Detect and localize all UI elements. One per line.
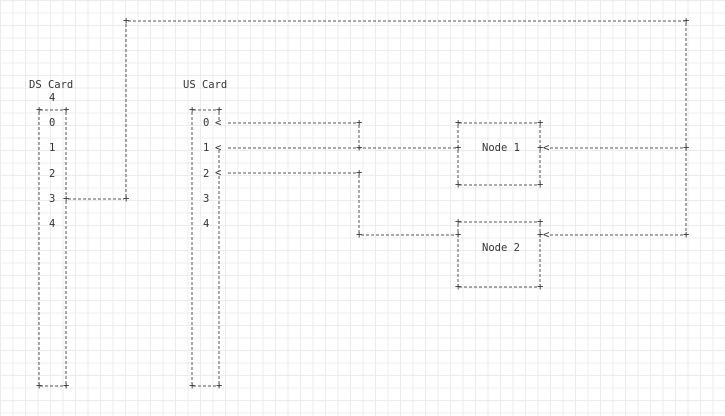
- svg-text:+: +: [356, 117, 362, 129]
- us-card-box: [191, 109, 220, 387]
- ds-port-3: 3: [49, 193, 56, 205]
- svg-text:+: +: [455, 229, 461, 241]
- us-port-0: 0: [203, 117, 210, 129]
- svg-text:+: +: [537, 117, 543, 129]
- ds-port-0: 0: [49, 117, 56, 129]
- ds-card-title: DS Card: [29, 79, 74, 91]
- arrowhead-node2-input: <: [543, 229, 549, 241]
- svg-text:+: +: [216, 380, 222, 392]
- svg-text:+: +: [537, 229, 543, 241]
- svg-text:+: +: [455, 179, 461, 191]
- ds-port-2: 2: [49, 168, 56, 180]
- us-card-title: US Card: [183, 79, 228, 91]
- svg-text:+: +: [123, 15, 129, 27]
- node1-label: Node 1: [482, 142, 520, 154]
- arrowhead-us-port1: <: [215, 142, 221, 154]
- node2-box: [457, 221, 541, 288]
- node1-box: [457, 122, 541, 186]
- svg-text:+: +: [683, 142, 689, 154]
- svg-text:+: +: [36, 104, 42, 116]
- svg-text:+: +: [537, 281, 543, 293]
- svg-text:+: +: [63, 193, 69, 205]
- svg-text:+: +: [537, 142, 543, 154]
- ds-card-box: [38, 109, 67, 387]
- svg-text:+: +: [123, 193, 129, 205]
- connector-node1-to-us: [228, 122, 456, 149]
- arrowhead-node1-input: <: [543, 142, 549, 154]
- us-port-2: 2: [203, 168, 210, 180]
- us-port-3: 3: [203, 193, 210, 205]
- us-port-4: 4: [203, 218, 210, 230]
- ds-card-subtitle: 4: [49, 92, 56, 104]
- arrowhead-us-port0: <: [215, 117, 221, 129]
- node2-label: Node 2: [482, 242, 520, 254]
- svg-text:+: +: [455, 142, 461, 154]
- connector-ds3-to-nodes: [68, 20, 687, 236]
- svg-text:+: +: [683, 15, 689, 27]
- svg-text:+: +: [356, 167, 362, 179]
- svg-text:+: +: [356, 229, 362, 241]
- svg-text:+: +: [683, 229, 689, 241]
- svg-text:+: +: [356, 142, 362, 154]
- ds-port-1: 1: [49, 142, 56, 154]
- svg-text:+: +: [189, 104, 195, 116]
- arrowheads: < < < < <: [215, 117, 549, 241]
- svg-text:+: +: [455, 117, 461, 129]
- svg-text:+: +: [216, 104, 222, 116]
- svg-text:+: +: [63, 104, 69, 116]
- svg-text:+: +: [36, 380, 42, 392]
- ds-port-4: 4: [49, 218, 56, 230]
- svg-text:+: +: [455, 281, 461, 293]
- junction-markers: + + + + + + + + + + + + + + + + + + + + …: [36, 15, 689, 392]
- svg-text:+: +: [63, 380, 69, 392]
- svg-text:+: +: [537, 216, 543, 228]
- us-port-1: 1: [203, 142, 210, 154]
- arrowhead-us-port2: <: [215, 167, 221, 179]
- connector-node2-to-us: [228, 172, 456, 236]
- svg-text:+: +: [455, 216, 461, 228]
- svg-text:+: +: [537, 179, 543, 191]
- svg-text:+: +: [189, 380, 195, 392]
